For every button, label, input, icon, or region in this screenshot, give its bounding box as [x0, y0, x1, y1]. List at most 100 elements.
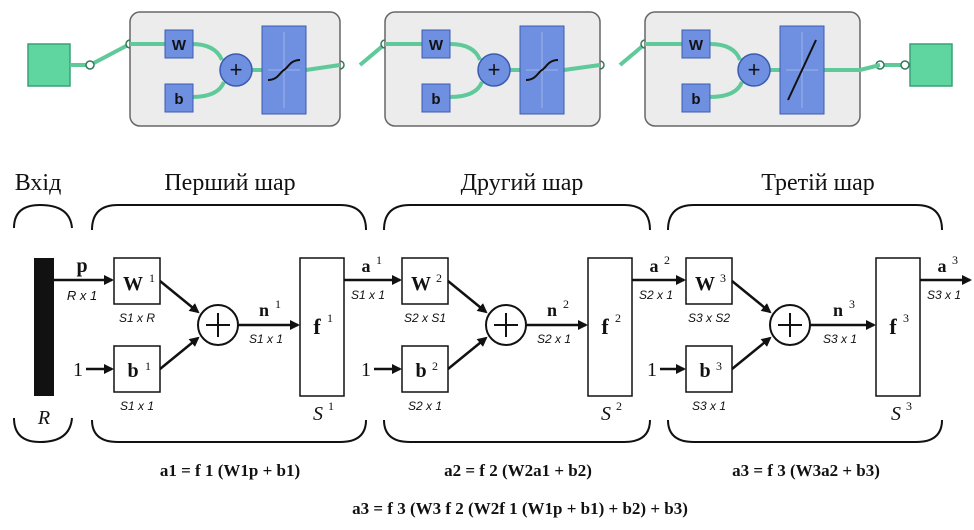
- top-w-label: W: [172, 37, 187, 54]
- tansig-icon: [267, 59, 301, 81]
- transfer-label: f: [313, 314, 321, 339]
- size-label: S: [313, 403, 323, 425]
- layer1-title: Перший шар: [164, 170, 295, 196]
- top-block-diagram: W b + W b +: [27, 11, 953, 127]
- final-equation: a3 = f 3 (W3 f 2 (W2f 1 (W1p + b1) + b2)…: [352, 499, 688, 518]
- bias-dim: S2 x 1: [408, 399, 442, 413]
- p-dim: R x 1: [67, 288, 97, 303]
- transfer-sup: 3: [903, 311, 909, 325]
- transfer-label: f: [601, 314, 609, 339]
- layer-2: W 2 S2 x S1 b 2 S2 x 1 1 n 2 S2 x 1 f 2 …: [361, 253, 686, 425]
- r-label: R: [37, 407, 50, 429]
- weight-sup: 2: [436, 271, 442, 285]
- layer3-title: Третій шар: [761, 170, 875, 196]
- weight-box: [113, 257, 161, 305]
- bias-box: [685, 345, 733, 393]
- weight-dim: S2 x S1: [404, 311, 446, 325]
- size-sup: 2: [616, 399, 622, 413]
- bias-sup: 2: [432, 359, 438, 373]
- net-dim: S1 x 1: [249, 332, 283, 346]
- top-layer-1: W b +: [129, 11, 341, 127]
- weight-label: W: [411, 273, 431, 295]
- layer-1: W 1 S1 x R b 1 S1 x 1 1 n 1 S1 x 1 f 1 S…: [73, 253, 402, 425]
- top-w-box: [164, 29, 194, 59]
- layer2-title: Другий шар: [461, 170, 584, 196]
- size-label: S: [891, 403, 901, 425]
- output-square: [909, 43, 953, 87]
- bias-input-one: 1: [73, 359, 83, 381]
- purelin-icon: [787, 39, 817, 101]
- bias-box: [113, 345, 161, 393]
- bias-box: [401, 345, 449, 393]
- bias-sup: 3: [716, 359, 722, 373]
- top-sum-symbol: +: [748, 57, 761, 82]
- transfer-box: [875, 257, 921, 397]
- net-label: n: [547, 300, 557, 320]
- top-w-label: W: [429, 37, 444, 54]
- input-vector-bar: [34, 258, 54, 396]
- output-dim: S2 x 1: [639, 288, 673, 302]
- output-label: a: [362, 256, 371, 276]
- weight-label: W: [123, 273, 143, 295]
- top-b-box: [421, 83, 451, 113]
- net-sup: 2: [563, 297, 569, 311]
- bias-sup: 1: [145, 359, 151, 373]
- bias-label: b: [699, 360, 710, 382]
- output-dim: S3 x 1: [927, 288, 961, 302]
- layer2-equation: a2 = f 2 (W2a1 + b2): [444, 461, 592, 480]
- layer-3: W 3 S3 x S2 b 3 S3 x 1 1 n 3 S3 x 1 f 3 …: [647, 253, 972, 425]
- top-sum-node: [477, 53, 511, 87]
- bias-dim: S1 x 1: [120, 399, 154, 413]
- transfer-box: [587, 257, 633, 397]
- top-b-label: b: [431, 91, 440, 108]
- input-title: Вхід: [15, 170, 62, 196]
- top-w-box: [681, 29, 711, 59]
- bias-dim: S3 x 1: [692, 399, 726, 413]
- output-sup: 1: [376, 253, 382, 267]
- top-b-box: [164, 83, 194, 113]
- top-sum-symbol: +: [488, 57, 501, 82]
- tansig-icon: [525, 59, 559, 81]
- transfer-sup: 1: [327, 311, 333, 325]
- p-label: p: [76, 255, 87, 277]
- top-w-box: [421, 29, 451, 59]
- top-b-label: b: [691, 91, 700, 108]
- net-label: n: [833, 300, 843, 320]
- top-b-label: b: [174, 91, 183, 108]
- output-sup: 2: [664, 253, 670, 267]
- input-square: [27, 43, 71, 87]
- top-layer-3: W b +: [644, 11, 881, 127]
- net-dim: S2 x 1: [537, 332, 571, 346]
- bias-label: b: [415, 360, 426, 382]
- layer1-equation: a1 = f 1 (W1p + b1): [160, 461, 300, 480]
- net-label: n: [259, 300, 269, 320]
- output-dim: S1 x 1: [351, 288, 385, 302]
- weight-dim: S3 x S2: [688, 311, 730, 325]
- top-sum-symbol: +: [230, 57, 243, 82]
- weight-label: W: [695, 273, 715, 295]
- weight-sup: 1: [149, 271, 155, 285]
- bias-input-one: 1: [647, 359, 657, 381]
- weight-box: [685, 257, 733, 305]
- size-sup: 1: [328, 399, 334, 413]
- transfer-sup: 2: [615, 311, 621, 325]
- top-layer-2: W b +: [384, 11, 601, 127]
- bias-input-one: 1: [361, 359, 371, 381]
- top-b-box: [681, 83, 711, 113]
- braces: [13, 203, 943, 444]
- top-w-label: W: [689, 37, 704, 54]
- net-sup: 1: [275, 297, 281, 311]
- top-sum-node: [737, 53, 771, 87]
- size-label: S: [601, 403, 611, 425]
- output-label: a: [650, 256, 659, 276]
- transfer-label: f: [889, 314, 897, 339]
- weight-box: [401, 257, 449, 305]
- net-sup: 3: [849, 297, 855, 311]
- weight-dim: S1 x R: [119, 311, 155, 325]
- size-sup: 3: [906, 399, 912, 413]
- layer3-equation: a3 = f 3 (W3a2 + b3): [732, 461, 880, 480]
- weight-sup: 3: [720, 271, 726, 285]
- output-label: a: [938, 256, 947, 276]
- top-sum-node: [219, 53, 253, 87]
